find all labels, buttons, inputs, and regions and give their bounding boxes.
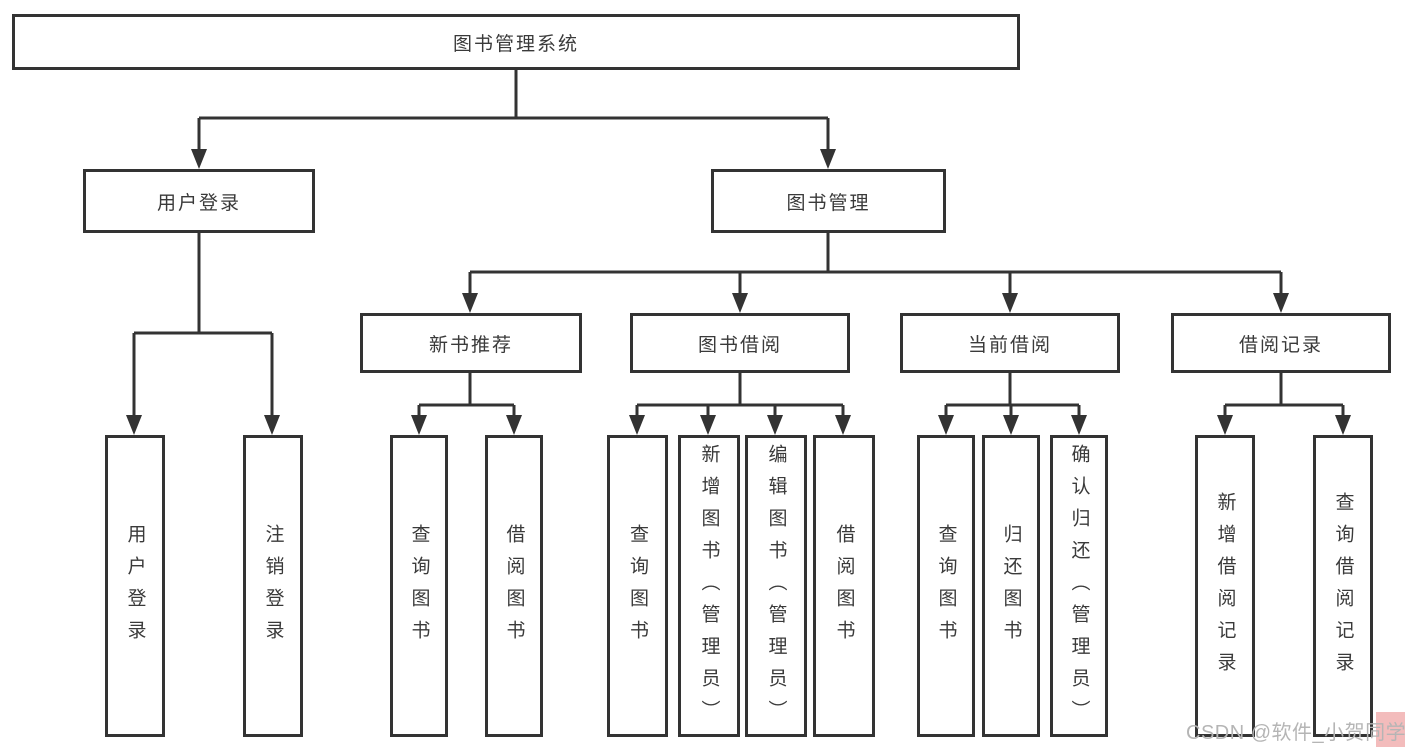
node-current-borrowing: 当前借阅 — [900, 313, 1120, 373]
node-cb-return-books: 归还图书 — [982, 435, 1040, 737]
node-br-query-record: 查询借阅记录 — [1313, 435, 1373, 737]
node-cb-query-books: 查询图书 — [917, 435, 975, 737]
node-label: 图书借阅 — [697, 334, 782, 356]
node-label: 新增借阅记录 — [1214, 492, 1236, 684]
node-label: 查询图书 — [408, 524, 430, 652]
node-leaf-user-login: 用户登录 — [105, 435, 165, 737]
node-label: 借阅图书 — [833, 524, 855, 652]
node-book-borrowing: 图书借阅 — [630, 313, 850, 373]
node-label: 借阅记录 — [1238, 334, 1323, 356]
node-rec-query-books: 查询图书 — [390, 435, 448, 737]
node-new-book-recommend: 新书推荐 — [360, 313, 582, 373]
node-borrowing-records: 借阅记录 — [1171, 313, 1391, 373]
node-label: 用户登录 — [124, 524, 146, 652]
node-label: 图书管理系统 — [452, 33, 579, 55]
watermark: CSDN @软件_小贺同学 — [1186, 722, 1405, 744]
node-label: 查询借阅记录 — [1332, 492, 1354, 684]
node-bb-query-books: 查询图书 — [607, 435, 668, 737]
node-label: 用户登录 — [156, 192, 241, 214]
node-rec-borrow-books: 借阅图书 — [485, 435, 543, 737]
node-label: 注销登录 — [262, 524, 284, 652]
node-cb-confirm-return-admin: 确认归还（管理员） — [1050, 435, 1108, 737]
node-label: 查询图书 — [935, 524, 957, 652]
node-leaf-logout: 注销登录 — [243, 435, 303, 737]
node-label: 当前借阅 — [967, 334, 1052, 356]
node-bb-borrow-books: 借阅图书 — [813, 435, 875, 737]
node-bb-edit-books-admin: 编辑图书（管理员） — [745, 435, 807, 737]
watermark-logo-blot — [1376, 712, 1405, 747]
node-bb-add-books-admin: 新增图书（管理员） — [678, 435, 740, 737]
node-label: 借阅图书 — [503, 524, 525, 652]
node-user-login: 用户登录 — [83, 169, 315, 233]
node-label: 新增图书（管理员） — [698, 444, 720, 732]
node-label: 查询图书 — [627, 524, 648, 652]
node-br-add-record: 新增借阅记录 — [1195, 435, 1255, 737]
node-label: 新书推荐 — [428, 334, 513, 356]
node-label: 归还图书 — [1000, 524, 1022, 652]
node-label: 确认归还（管理员） — [1068, 444, 1090, 732]
node-library-management-system: 图书管理系统 — [12, 14, 1020, 70]
node-label: 图书管理 — [786, 192, 871, 214]
node-book-management: 图书管理 — [711, 169, 946, 233]
node-label: 编辑图书（管理员） — [765, 444, 787, 732]
